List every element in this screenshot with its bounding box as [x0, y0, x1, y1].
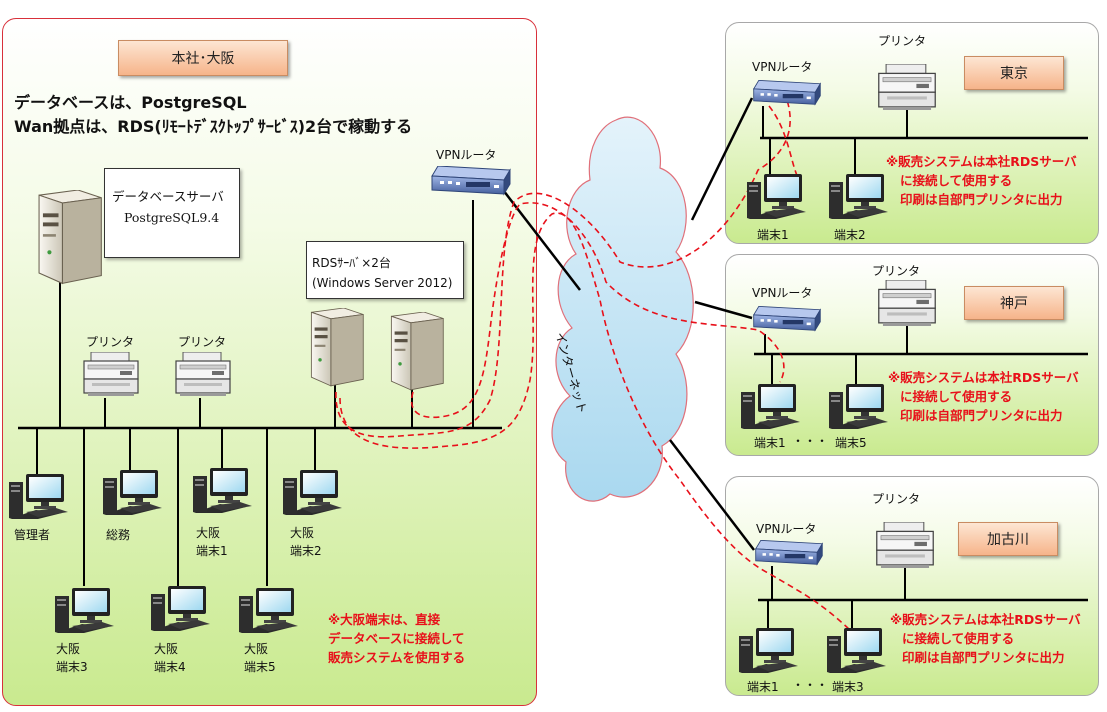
terminal-osaka4-icon — [150, 584, 212, 632]
osaka-note-line3: 販売システムを使用する — [328, 650, 466, 665]
db-server-icon — [24, 190, 106, 286]
terminal-osaka1-icon — [192, 466, 254, 514]
kobe-printer-label: プリンタ — [872, 264, 921, 278]
kakogawa-terminal3-icon — [826, 626, 888, 674]
location-label-osaka: 本社･大阪 — [118, 40, 288, 76]
rds-label-box — [306, 241, 464, 299]
location-label-tokyo: 東京 — [964, 56, 1064, 90]
kobe-printer-icon — [876, 280, 938, 326]
tokyo-note-line3: 印刷は自部門プリンタに出力 — [900, 192, 1063, 207]
tokyo-printer-label: プリンタ — [878, 34, 927, 48]
kakogawa-ellipsis: ・・・ — [792, 678, 829, 692]
tokyo-vpn-router-icon — [752, 80, 822, 108]
rds-session-paths — [335, 91, 851, 631]
db-server-label-box — [104, 168, 240, 258]
osaka-note-line2: データベースに接続して — [328, 631, 465, 646]
terminal-osaka2-label-line1: 大阪 — [290, 526, 315, 540]
kakogawa-terminal1-icon — [738, 626, 800, 674]
internet-cloud — [551, 116, 694, 502]
rds-label-line1: RDSｻｰﾊﾞ×2台 — [312, 256, 391, 270]
kakogawa-vpn-router-icon — [754, 540, 824, 568]
rds-server-2-icon — [380, 312, 446, 392]
branch-panel-kakogawa — [725, 476, 1099, 696]
main-printer1-label: プリンタ — [86, 335, 135, 349]
main-printer2-icon — [174, 352, 232, 396]
terminal-osaka3-icon — [54, 586, 116, 634]
kobe-note-line2: に接続して使用する — [900, 389, 1013, 404]
kobe-ellipsis: ・・・ — [792, 434, 829, 448]
terminal-osaka5-label-line1: 大阪 — [244, 642, 269, 656]
kakogawa-terminal3-label: 端末3 — [832, 680, 864, 694]
db-server-label-line2: PostgreSQL9.4 — [124, 210, 220, 225]
kobe-note-line1: ※販売システムは本社RDSサーバ — [888, 370, 1079, 385]
terminal-osaka2-icon — [282, 468, 344, 516]
kobe-terminal1-label: 端末1 — [754, 436, 786, 450]
kakogawa-note-line3: 印刷は自部門プリンタに出力 — [902, 650, 1065, 665]
main-printer2-label: プリンタ — [178, 335, 227, 349]
terminal-general-icon — [102, 468, 164, 516]
main-printer1-icon — [82, 352, 140, 396]
terminal-osaka1-label-line1: 大阪 — [196, 526, 221, 540]
terminal-osaka3-label-line1: 大阪 — [56, 642, 81, 656]
kobe-vpn-router-icon — [752, 306, 822, 334]
terminal-admin-label: 管理者 — [14, 528, 51, 542]
tokyo-note-line1: ※販売システムは本社RDSサーバ — [886, 154, 1077, 169]
kakogawa-vpn-router-label: VPNルータ — [756, 522, 817, 536]
kobe-terminal5-label: 端末5 — [835, 436, 867, 450]
main-lan — [18, 200, 502, 586]
main-vpn-router-icon — [430, 166, 512, 198]
terminal-admin-icon — [8, 472, 70, 520]
kobe-vpn-router-label: VPNルータ — [752, 286, 813, 300]
kakogawa-printer-icon — [874, 522, 936, 568]
terminal-general-label: 総務 — [106, 528, 131, 542]
terminal-osaka4-label-line1: 大阪 — [154, 642, 179, 656]
tokyo-terminal1-icon — [746, 172, 808, 220]
kobe-terminal5-icon — [828, 382, 890, 430]
kobe-note-line3: 印刷は自部門プリンタに出力 — [900, 408, 1063, 423]
rds-label-line2: (Windows Server 2012) — [312, 276, 453, 290]
tokyo-note-line2: に接続して使用する — [900, 173, 1013, 188]
kakogawa-note-line1: ※販売システムは本社RDSサーバ — [890, 612, 1081, 627]
osaka-note-line1: ※大阪端末は、直接 — [328, 612, 441, 627]
terminal-osaka5-label-line2: 端末5 — [244, 660, 276, 674]
terminal-osaka5-icon — [238, 586, 300, 634]
terminal-osaka1-label-line2: 端末1 — [196, 544, 228, 558]
kakogawa-printer-label: プリンタ — [872, 492, 921, 506]
location-label-kobe: 神戸 — [964, 286, 1064, 320]
tokyo-terminal2-icon — [828, 172, 890, 220]
tokyo-terminal2-label: 端末2 — [834, 228, 866, 242]
tokyo-terminal1-label: 端末1 — [757, 228, 789, 242]
headline-line1: データベースは、PostgreSQL — [14, 93, 247, 112]
db-server-label-line1: データベースサーバ — [112, 189, 224, 204]
terminal-osaka2-label-line2: 端末2 — [290, 544, 322, 558]
kobe-terminal1-icon — [740, 382, 802, 430]
kakogawa-note-line2: に接続して使用する — [902, 631, 1015, 646]
tokyo-vpn-router-label: VPNルータ — [752, 60, 813, 74]
headline-line2: Wan拠点は、RDS(ﾘﾓｰﾄﾃﾞｽｸﾄｯﾌﾟｻｰﾋﾞｽ)2台で稼動する — [14, 117, 413, 136]
main-vpn-router-label: VPNルータ — [436, 148, 497, 162]
rds-server-1-icon — [300, 308, 366, 388]
tokyo-printer-icon — [876, 64, 938, 110]
location-label-kakogawa: 加古川 — [958, 522, 1058, 556]
kakogawa-terminal1-label: 端末1 — [747, 680, 779, 694]
branch-lans — [754, 106, 1088, 628]
terminal-osaka3-label-line2: 端末3 — [56, 660, 88, 674]
terminal-osaka4-label-line2: 端末4 — [154, 660, 186, 674]
